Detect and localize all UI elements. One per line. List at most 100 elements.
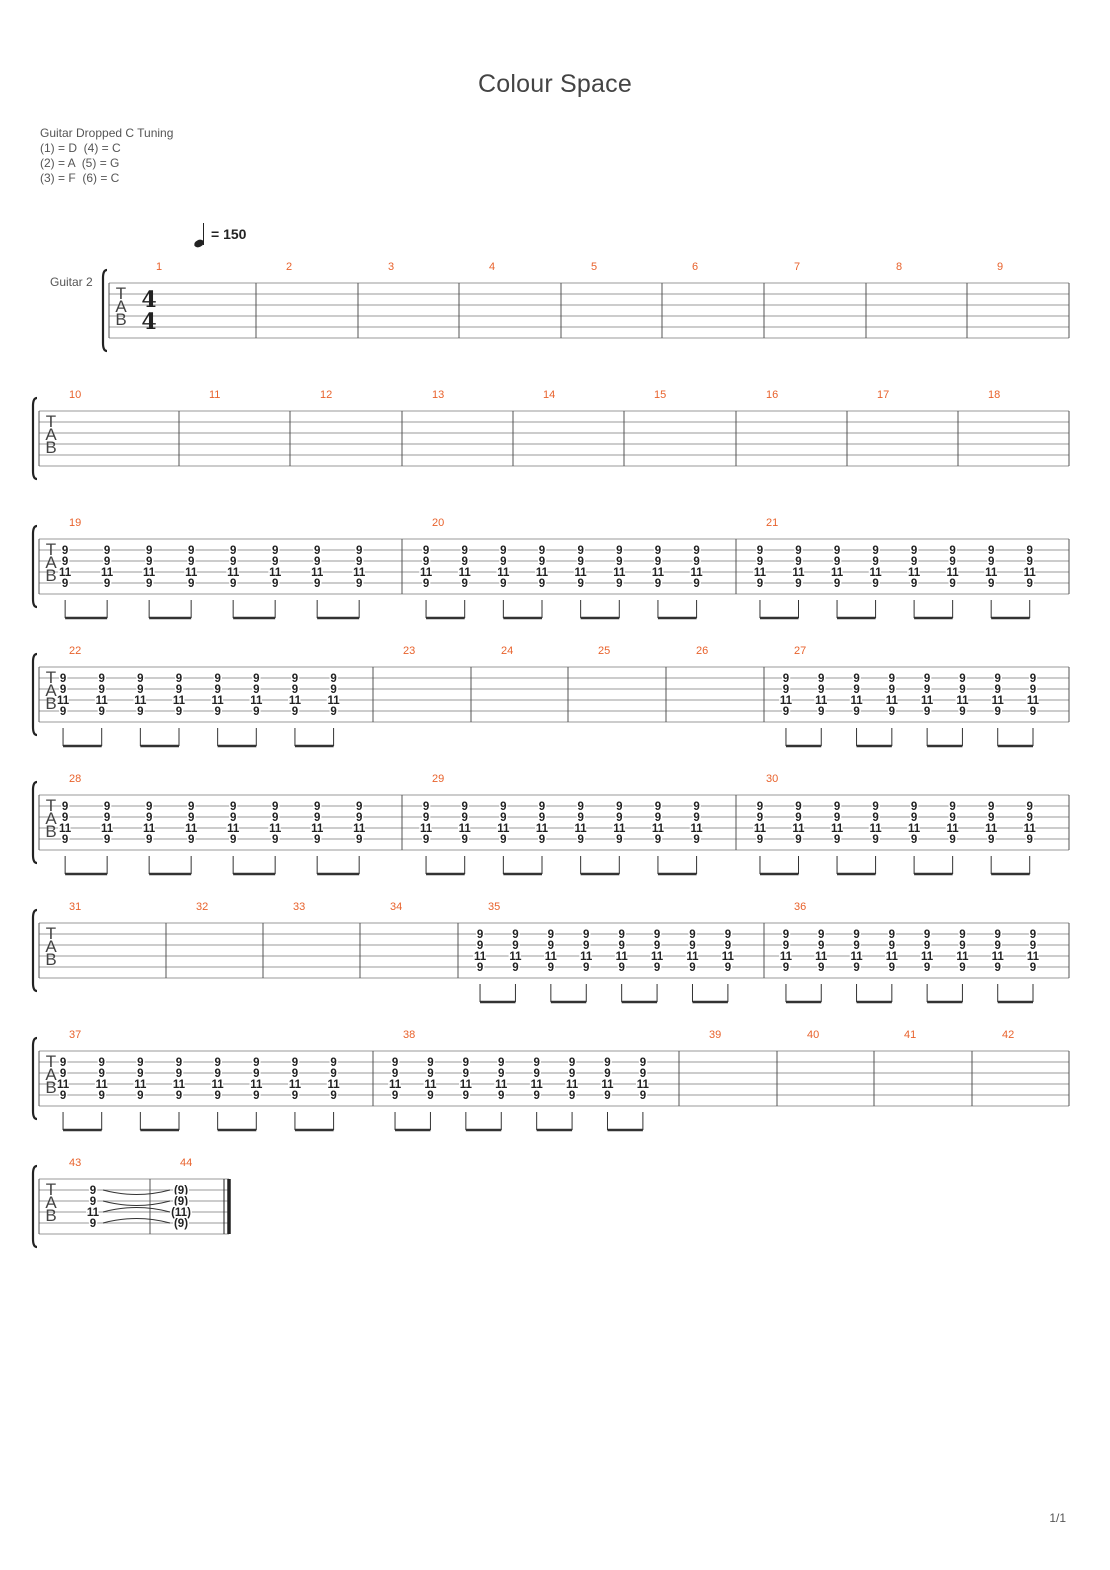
fret-number: 9 (959, 684, 965, 696)
fret-number: 9 (176, 1068, 182, 1080)
fret-number: 9 (783, 962, 789, 974)
fret-number: 9 (423, 578, 429, 590)
fret-number: 9 (949, 801, 955, 813)
fret-number: 9 (959, 962, 965, 974)
fret-number: 9 (618, 962, 624, 974)
fret-number: 9 (924, 940, 930, 952)
fret-number: 11 (289, 695, 302, 707)
tab-clef-letter: A (45, 937, 57, 956)
fret-number: 9 (1030, 706, 1036, 718)
fret-number: 9 (655, 834, 661, 846)
fret-number: 9 (463, 1057, 469, 1069)
fret-number: 9 (988, 834, 994, 846)
fret-number: 9 (577, 578, 583, 590)
fret-number: 11 (947, 567, 960, 579)
fret-number: 9 (959, 940, 965, 952)
measure-number: 9 (997, 261, 1003, 273)
fret-number: 9 (253, 1068, 259, 1080)
fret-number: 11 (531, 1079, 544, 1091)
fret-number: 9 (818, 929, 824, 941)
measure-number: 25 (598, 645, 610, 657)
fret-number: 9 (214, 684, 220, 696)
system-bracket (101, 268, 108, 353)
fret-number: 11 (780, 951, 793, 963)
fret-number: 9 (137, 1068, 143, 1080)
fret-number: 11 (269, 567, 282, 579)
fret-number: 9 (1030, 929, 1036, 941)
fret-number: 9 (477, 962, 483, 974)
fret-number: 9 (188, 578, 194, 590)
tie-arc (102, 1218, 171, 1224)
fret-number: 11 (57, 695, 70, 707)
fret-number: 9 (356, 545, 362, 557)
fret-number: 9 (512, 962, 518, 974)
fret-number: 11 (792, 567, 805, 579)
fret-number: 11 (420, 823, 433, 835)
fret-number: 9 (1030, 940, 1036, 952)
fret-number: 9 (253, 1057, 259, 1069)
fret-number: 11 (459, 823, 472, 835)
fret-number: 9 (62, 556, 68, 568)
measure-number: 16 (766, 389, 778, 401)
fret-number: 11 (536, 823, 549, 835)
fret-number: 9 (498, 1090, 504, 1102)
fret-number: 9 (214, 706, 220, 718)
fret-number: 9 (640, 1090, 646, 1102)
fret-number: 9 (818, 673, 824, 685)
measure-number: 41 (904, 1029, 916, 1041)
measure-number: 18 (988, 389, 1000, 401)
fret-number: 11 (173, 695, 186, 707)
fret-number: 9 (423, 545, 429, 557)
fret-number: 9 (98, 684, 104, 696)
tie-arc (102, 1189, 171, 1195)
fret-number: 9 (188, 834, 194, 846)
system-bracket (31, 1036, 38, 1121)
system-bracket (31, 524, 38, 609)
fret-number: 9 (330, 1068, 336, 1080)
system-bracket (31, 908, 38, 993)
fret-number: 9 (292, 673, 298, 685)
fret-number: 11 (536, 567, 549, 579)
fret-number: 9 (757, 812, 763, 824)
fret-number: 11 (815, 951, 828, 963)
fret-number: 9 (577, 812, 583, 824)
fret-number: 9 (104, 801, 110, 813)
fret-number: 9 (834, 801, 840, 813)
fret-number: 9 (795, 545, 801, 557)
measure-number: 3 (388, 261, 394, 273)
measure-number: 34 (390, 901, 402, 913)
fret-number: 9 (616, 578, 622, 590)
tab-clef-letter: A (45, 681, 57, 700)
tab-clef-letter: T (46, 540, 56, 559)
fret-number: 11 (185, 823, 198, 835)
fret-number: 11 (134, 1079, 147, 1091)
fret-number: 11 (601, 1079, 614, 1091)
fret-number: 9 (146, 812, 152, 824)
measure-number: 8 (896, 261, 902, 273)
fret-number: 9 (577, 556, 583, 568)
fret-number: 9 (654, 962, 660, 974)
fret-number: 9 (988, 578, 994, 590)
fret-number: 11 (908, 823, 921, 835)
measure-number: 21 (766, 517, 778, 529)
fret-number: 11 (691, 823, 704, 835)
fret-number: 9 (292, 684, 298, 696)
fret-number: 9 (988, 801, 994, 813)
fret-number: 9 (959, 706, 965, 718)
fret-number: 9 (62, 545, 68, 557)
fret-number: 11 (831, 567, 844, 579)
fret-number: 9 (995, 706, 1001, 718)
fret-number: 9 (583, 929, 589, 941)
measure-number: 36 (794, 901, 806, 913)
fret-number: 9 (583, 962, 589, 974)
fret-number: 9 (188, 556, 194, 568)
fret-number: 9 (292, 1057, 298, 1069)
fret-number: 9 (214, 1090, 220, 1102)
fret-number: 9 (146, 556, 152, 568)
tab-clef-letter: T (46, 412, 56, 431)
fret-number: 9 (427, 1090, 433, 1102)
fret-number: 9 (230, 556, 236, 568)
fret-number: 11 (389, 1079, 402, 1091)
fret-number: 9 (995, 673, 1001, 685)
fret-number: 9 (98, 1057, 104, 1069)
